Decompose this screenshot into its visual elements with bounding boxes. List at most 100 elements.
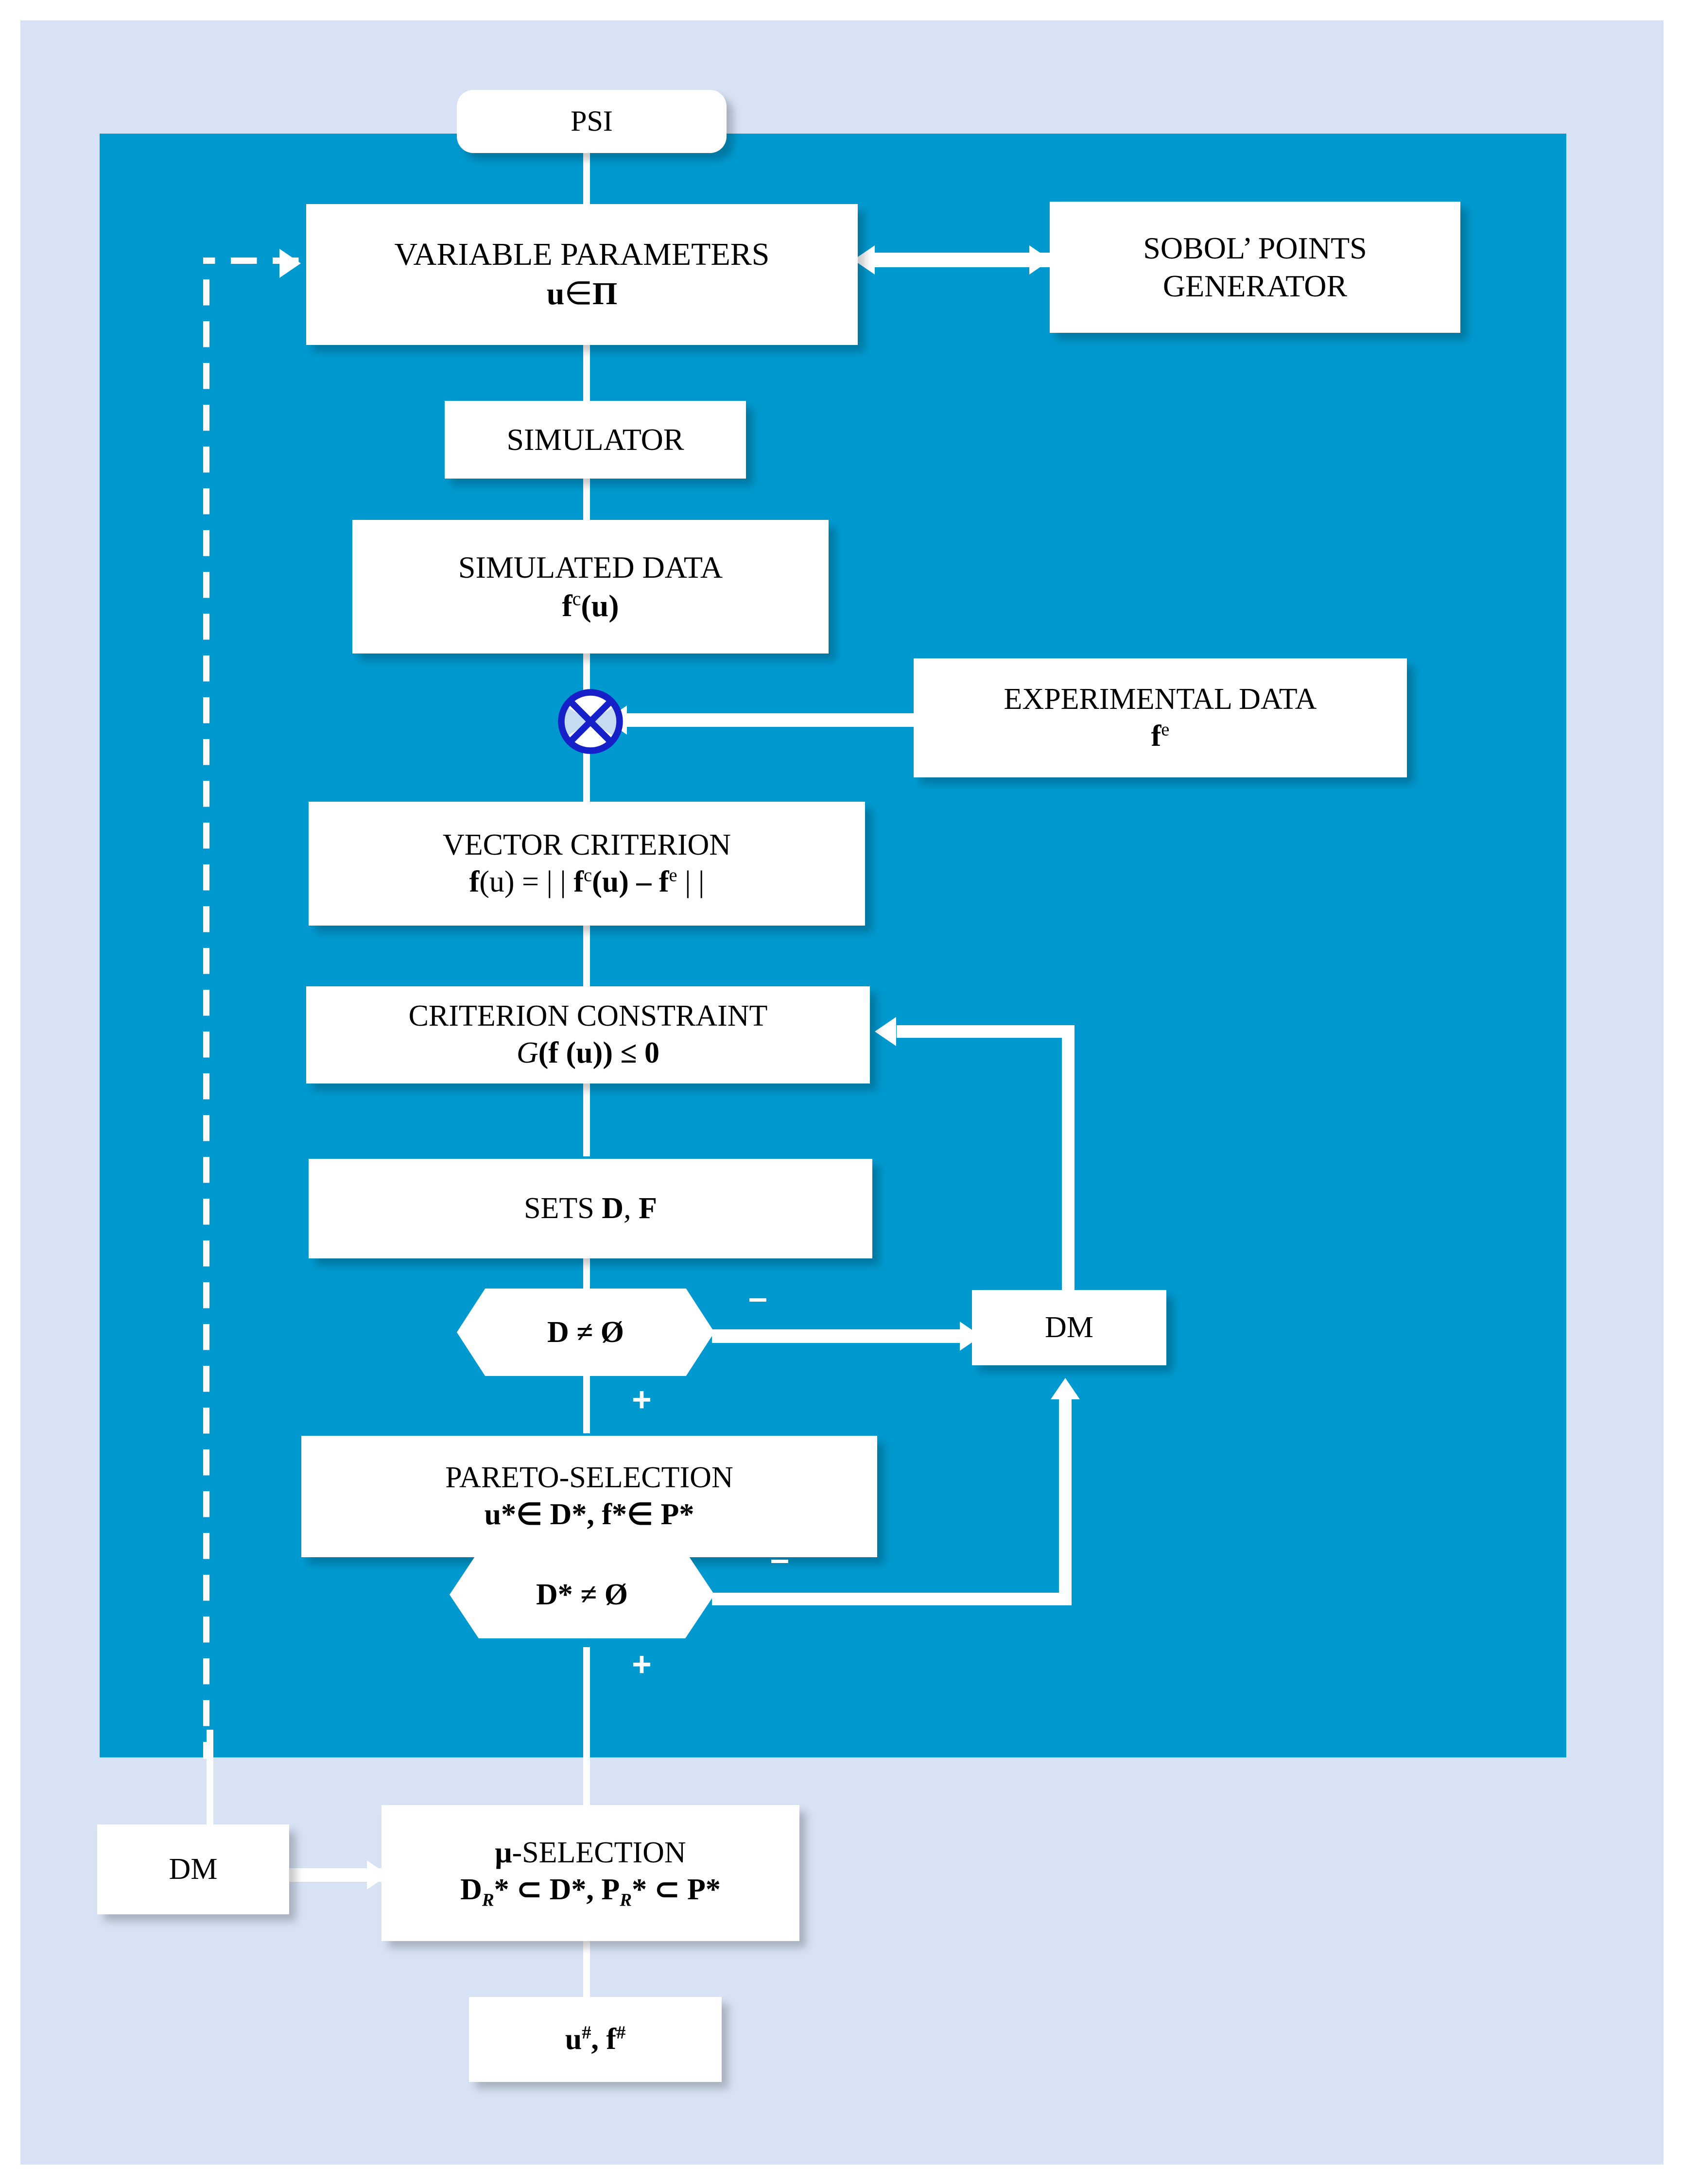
sd-tail: (u) bbox=[581, 588, 619, 623]
node-criterion-constraint[interactable]: CRITERION CONSTRAINT G(f (u)) ≤ 0 bbox=[306, 986, 870, 1083]
node-psi[interactable]: PSI bbox=[457, 90, 727, 153]
node-vector-criterion[interactable]: VECTOR CRITERION f(u) = | | fc(u) – fe |… bbox=[309, 802, 865, 926]
sets-a: SETS bbox=[524, 1191, 602, 1225]
mu-l2c: P bbox=[601, 1873, 620, 1906]
out-f-sup: # bbox=[616, 2022, 626, 2043]
vp-pi: Π bbox=[592, 276, 618, 311]
vc-a: f bbox=[469, 865, 480, 898]
connector-variable-parameters-sobol bbox=[875, 253, 1050, 267]
vc-b: (u) = | | bbox=[479, 865, 574, 898]
out-f: f bbox=[606, 2022, 617, 2056]
decision-d-not-empty[interactable]: D ≠ Ø bbox=[457, 1289, 714, 1376]
node-pareto-line2: u*∈ D*, f*∈ P* bbox=[484, 1498, 694, 1531]
vc-f: | | bbox=[677, 865, 705, 898]
connector-dm-vertical-feedback bbox=[1062, 1025, 1074, 1312]
decision-dstar-label: D* ≠ Ø bbox=[536, 1578, 628, 1611]
node-vector-criterion-line1: VECTOR CRITERION bbox=[442, 828, 731, 861]
arrowhead-dstar-to-dm bbox=[1051, 1378, 1080, 1399]
node-criterion-constraint-line2: G(f (u)) ≤ 0 bbox=[517, 1035, 659, 1072]
node-dm-left[interactable]: DM bbox=[97, 1824, 289, 1914]
mu-l2d: * ⊂ P* bbox=[632, 1873, 721, 1906]
arrowhead-feedback-to-variable-parameters bbox=[279, 249, 301, 278]
edge-label-d-negative: – bbox=[748, 1278, 767, 1316]
node-dm-left-label: DM bbox=[169, 1852, 218, 1886]
connector-psi-to-variable-parameters bbox=[583, 146, 590, 209]
node-simulator[interactable]: SIMULATOR bbox=[445, 401, 746, 479]
mu-l2a: D bbox=[460, 1873, 482, 1906]
vp-in: ∈ bbox=[564, 276, 592, 311]
node-vector-criterion-line2: f(u) = | | fc(u) – fe | | bbox=[469, 864, 705, 901]
node-output-label: u#, f# bbox=[565, 2021, 626, 2058]
vc-e-sup: e bbox=[669, 864, 677, 885]
node-output[interactable]: u#, f# bbox=[469, 1997, 722, 2082]
mu-l2subc: R bbox=[620, 1890, 632, 1910]
node-sobol-line1: SOBOL’ POINTS bbox=[1143, 230, 1367, 265]
connector-vector-criterion-to-criterion-constraint bbox=[583, 923, 590, 986]
mu-rest: -SELECTION bbox=[512, 1836, 686, 1870]
node-dm-right[interactable]: DM bbox=[972, 1290, 1166, 1365]
node-experimental-data[interactable]: EXPERIMENTAL DATA fe bbox=[914, 658, 1407, 777]
node-sets[interactable]: SETS D, F bbox=[309, 1159, 872, 1258]
vc-d: (u) – bbox=[592, 865, 659, 898]
decision-d-label: D ≠ Ø bbox=[547, 1315, 624, 1349]
edge-label-dstar-positive: + bbox=[632, 1645, 652, 1683]
mu-symbol: μ bbox=[495, 1836, 512, 1870]
feedback-dashed-vertical bbox=[203, 262, 215, 1759]
node-dm-right-label: DM bbox=[1045, 1310, 1093, 1344]
node-pareto-selection[interactable]: PARETO-SELECTION u*∈ D*, f*∈ P* bbox=[301, 1436, 877, 1557]
edge-label-dstar-negative: – bbox=[770, 1540, 789, 1578]
cc-G: G bbox=[516, 1036, 538, 1069]
node-sobol-points-generator[interactable]: SOBOL’ POINTS GENERATOR bbox=[1050, 202, 1460, 333]
node-experimental-data-line1: EXPERIMENTAL DATA bbox=[1004, 682, 1317, 716]
sd-f: f bbox=[562, 588, 572, 623]
connector-criterion-constraint-to-sets bbox=[583, 1083, 590, 1156]
node-criterion-constraint-line1: CRITERION CONSTRAINT bbox=[408, 999, 768, 1033]
xor-circle-icon bbox=[554, 685, 627, 758]
sets-d: F bbox=[639, 1191, 657, 1225]
connector-decision-d-to-dm bbox=[712, 1329, 965, 1343]
arrowhead-to-sobol bbox=[1029, 245, 1051, 275]
vc-e: f bbox=[659, 865, 669, 898]
vp-u: u bbox=[546, 276, 565, 311]
vc-c-sup: c bbox=[584, 864, 592, 885]
connector-decision-d-to-pareto bbox=[583, 1375, 590, 1433]
connector-decision-dstar-to-mu-selection bbox=[583, 1647, 590, 1807]
arrowhead-feedback-to-criterion-constraint bbox=[875, 1017, 896, 1046]
node-simulated-data-line2: fc(u) bbox=[562, 587, 619, 625]
node-pareto-line1: PARETO-SELECTION bbox=[445, 1461, 733, 1495]
node-mu-selection-line1: μ-SELECTION bbox=[495, 1835, 686, 1872]
node-simulator-label: SIMULATOR bbox=[506, 422, 684, 457]
mu-l2b: * ⊂ D*, bbox=[494, 1873, 602, 1906]
connector-xor-to-vector-criterion bbox=[583, 739, 590, 802]
node-variable-parameters-line1: VARIABLE PARAMETERS bbox=[394, 237, 770, 273]
cc-rest: (f (u)) ≤ 0 bbox=[538, 1036, 660, 1069]
connector-dm-horizontal-feedback bbox=[897, 1025, 1068, 1038]
out-u-sup: # bbox=[582, 2022, 591, 2043]
node-variable-parameters-line2: u∈Π bbox=[547, 275, 618, 314]
node-simulated-data[interactable]: SIMULATED DATA fc(u) bbox=[352, 520, 829, 653]
connector-decision-dstar-vertical bbox=[1059, 1399, 1072, 1599]
node-variable-parameters[interactable]: VARIABLE PARAMETERS u∈Π bbox=[306, 204, 858, 345]
connector-mu-selection-to-output bbox=[583, 1939, 590, 1997]
node-sets-label: SETS D, F bbox=[524, 1190, 657, 1227]
connector-variable-parameters-to-simulator bbox=[583, 345, 590, 403]
out-u: u bbox=[565, 2022, 582, 2056]
node-sobol-line2: GENERATOR bbox=[1162, 269, 1348, 303]
mu-l2suba: R bbox=[482, 1890, 494, 1910]
decision-dstar-not-empty[interactable]: D* ≠ Ø bbox=[450, 1551, 714, 1638]
sets-b: D bbox=[602, 1191, 624, 1225]
connector-decision-dstar-horizontal bbox=[712, 1593, 1072, 1605]
node-experimental-data-line2: fe bbox=[1151, 718, 1170, 755]
edge-label-d-positive: + bbox=[632, 1380, 652, 1418]
node-mu-selection-line2: DR* ⊂ D*, PR* ⊂ P* bbox=[460, 1872, 721, 1911]
connector-experimental-data-to-xor bbox=[627, 713, 914, 727]
node-psi-label: PSI bbox=[571, 105, 613, 138]
sets-c: , bbox=[624, 1191, 639, 1225]
vc-c: f bbox=[573, 865, 584, 898]
node-simulated-data-line1: SIMULATED DATA bbox=[458, 550, 723, 585]
connector-simulator-to-simulated-data bbox=[583, 476, 590, 525]
ed-sup: e bbox=[1161, 719, 1170, 739]
node-mu-selection[interactable]: μ-SELECTION DR* ⊂ D*, PR* ⊂ P* bbox=[381, 1805, 799, 1941]
out-sep: , bbox=[591, 2022, 607, 2056]
